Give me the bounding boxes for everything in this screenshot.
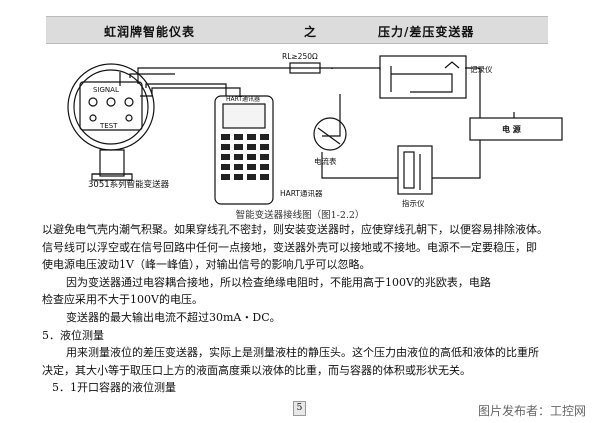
ammeter — [313, 117, 347, 151]
terminal-signal-label: SIGNAL — [93, 86, 119, 94]
transmitter-housing — [67, 63, 155, 181]
figure-caption: 智能变送器接线图（图1-2.2） — [235, 210, 365, 221]
indicator-label: 指示仪 — [402, 198, 425, 208]
page-number: 5 — [293, 401, 306, 416]
header-title: 压力/差压变送器 — [378, 25, 475, 39]
paragraph-line: 以避免电气壳内潮气积聚。如果穿线孔不密封，则安装变送器时，应使穿线孔朝下，以便容… — [42, 223, 548, 236]
load-resistor — [289, 62, 321, 74]
recorder — [379, 55, 467, 99]
paragraph-line: 使电源电压波动1V（峰一峰值），对输出信号的影响几乎可以忽略。 — [42, 258, 371, 272]
paragraph-line: 因为变送器通过电容耦合接地，所以检查绝缘电阻时，不能用高于100V的兆欧表，电路 — [66, 275, 491, 289]
power-supply — [469, 117, 563, 141]
recorder-label: 记录仪 — [470, 65, 493, 74]
loop-wires — [119, 67, 481, 179]
paragraph-line: 变送器的最大输出电流不超过30mA・DC。 — [66, 310, 281, 324]
wiring-diagram: SIGNAL TEST 3051系列智能变送器 HART通讯器 HART通讯器 … — [67, 52, 563, 208]
hart-label: HART通讯器 — [280, 188, 323, 198]
publisher-watermark: 图片发布者：工控网 — [477, 404, 586, 418]
paragraph-line: 决定，其大小等于取压口上方的液面高度乘以液体的比重，而与容器的体积或形状无关。 — [42, 363, 471, 377]
paragraph-line: 检查应采用不大于100V的电压。 — [42, 293, 203, 307]
section-heading: 5．液位测量 — [42, 328, 104, 342]
indicator — [397, 145, 433, 195]
paragraph-line: 信号线可以浮空或在信号回路中任何一点接地，变送器外壳可以接地或不接地。电源不一定… — [42, 240, 537, 254]
paragraph-line: 用来测量液位的差压变送器，实际上是测量液柱的静压头。这个压力由液位的高低和液体的… — [66, 346, 539, 360]
page-header: 虹润牌智能仪表 之 压力/差压变送器 — [46, 16, 548, 44]
terminal-test-label: TEST — [99, 122, 118, 130]
hart-screen-text: HART通讯器 — [226, 95, 260, 103]
hart-communicator — [214, 95, 274, 205]
subsection-heading: 5．1开口容器的液位测量 — [52, 381, 176, 395]
body-text: 以避免电气壳内潮气积聚。如果穿线孔不密封，则安装变送器时，应使穿线孔朝下，以便容… — [42, 221, 582, 397]
header-separator: 之 — [304, 25, 318, 39]
resistor-label: RL≥250Ω — [282, 52, 318, 61]
header-brand: 虹润牌智能仪表 — [104, 25, 196, 39]
ammeter-label: 电流表 — [314, 156, 337, 166]
transmitter-label: 3051系列智能变送器 — [88, 179, 170, 190]
power-label: 电 源 — [502, 124, 521, 134]
